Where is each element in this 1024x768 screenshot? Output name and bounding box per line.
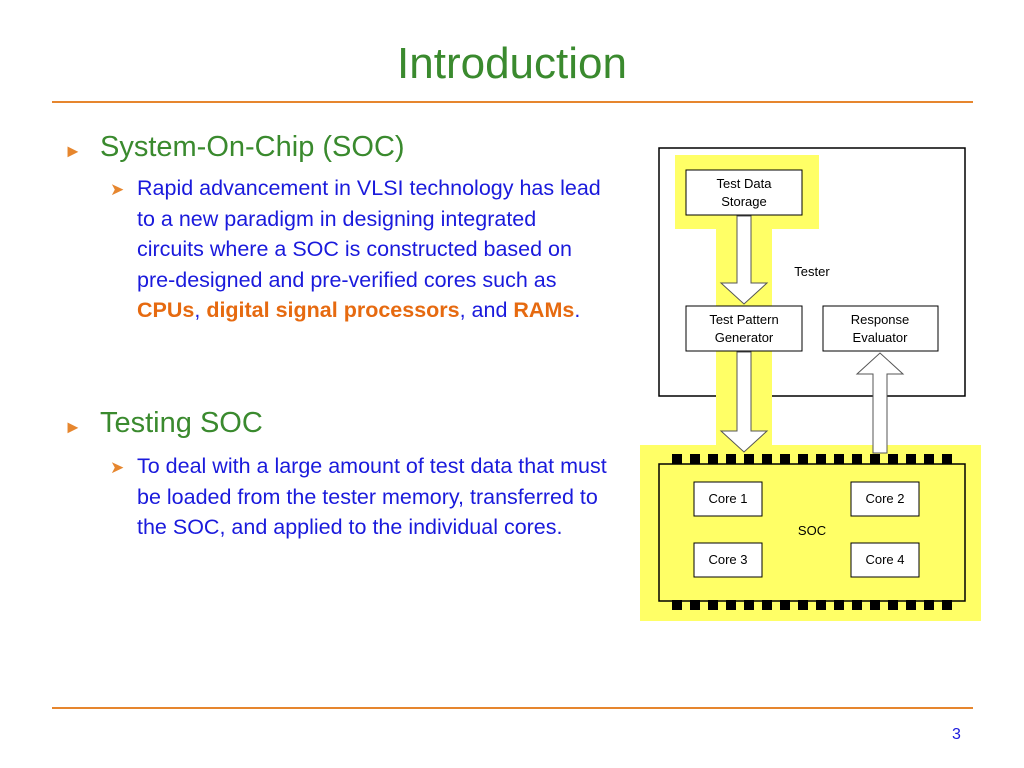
chip-pin: [708, 454, 718, 464]
chip-pin: [690, 600, 700, 610]
chip-pin: [780, 600, 790, 610]
title-divider: [52, 101, 973, 103]
chip-pin: [762, 454, 772, 464]
text-part: ,: [194, 298, 207, 322]
response-evaluator-box: [822, 305, 939, 352]
bullet-triangle-icon: ►: [64, 417, 82, 437]
chip-pin: [906, 454, 916, 464]
chip-pin: [798, 454, 808, 464]
evaluator-label-line2: Evaluator: [853, 330, 909, 345]
chip-pin: [744, 454, 754, 464]
highlight-rams: RAMs: [513, 298, 575, 322]
bullet-heading-testing: Testing SOC: [100, 407, 263, 439]
chip-pin: [870, 600, 880, 610]
arrow-down-icon: [719, 215, 769, 305]
sub-bullet-soc-text: Rapid advancement in VLSI technology has…: [137, 173, 607, 326]
bullet-heading-soc: System-On-Chip (SOC): [100, 131, 405, 163]
tester-label: Tester: [794, 264, 830, 279]
soc-label: SOC: [798, 523, 826, 538]
text-part: , and: [459, 298, 514, 322]
evaluator-label-line1: Response: [851, 312, 910, 327]
footer-divider: [52, 707, 973, 709]
chip-pin: [708, 600, 718, 610]
storage-label-line1: Test Data: [717, 176, 773, 191]
core-4-box: [850, 542, 920, 578]
chip-pin: [888, 600, 898, 610]
chip-pin: [942, 454, 952, 464]
core-4-label: Core 4: [865, 552, 904, 567]
highlight-dsp: digital signal processors: [206, 298, 460, 322]
chip-pin: [672, 600, 682, 610]
arrow-down-icon: [719, 351, 769, 453]
sub-bullet-arrow-icon: ➤: [110, 458, 125, 477]
text-part: .: [574, 298, 581, 322]
core-2-label: Core 2: [865, 491, 904, 506]
chip-pins-top: [672, 454, 952, 464]
highlight-cpus: CPUs: [137, 298, 195, 322]
generator-label-line2: Generator: [715, 330, 774, 345]
chip-pin: [924, 600, 934, 610]
chip-pin: [942, 600, 952, 610]
sub-bullet-arrow-icon: ➤: [110, 180, 125, 199]
chip-pin: [726, 600, 736, 610]
chip-pin: [690, 454, 700, 464]
test-pattern-generator-box: [685, 305, 803, 352]
core-3-box: [693, 542, 763, 578]
core-1-label: Core 1: [708, 491, 747, 506]
chip-pin: [834, 600, 844, 610]
chip-pin: [762, 600, 772, 610]
chip-pin: [816, 454, 826, 464]
core-3-label: Core 3: [708, 552, 747, 567]
test-data-storage-box: [685, 169, 803, 216]
chip-pin: [852, 600, 862, 610]
chip-pin: [672, 454, 682, 464]
chip-pin: [744, 600, 754, 610]
storage-label-line2: Storage: [721, 194, 767, 209]
chip-pin: [924, 454, 934, 464]
text-part: Rapid advancement in VLSI technology has…: [137, 176, 601, 292]
chip-pin: [906, 600, 916, 610]
page-number: 3: [952, 726, 961, 743]
chip-pin: [870, 454, 880, 464]
chip-pin: [852, 454, 862, 464]
chip-pin: [780, 454, 790, 464]
chip-pin: [834, 454, 844, 464]
chip-pin: [888, 454, 898, 464]
generator-label-line1: Test Pattern: [709, 312, 778, 327]
chip-pin: [798, 600, 808, 610]
chip-pin: [816, 600, 826, 610]
slide-title: Introduction: [397, 39, 627, 88]
chip-pins-bottom: [672, 600, 952, 610]
sub-bullet-testing-text: To deal with a large amount of test data…: [137, 454, 607, 539]
chip-pin: [726, 454, 736, 464]
bullet-triangle-icon: ►: [64, 141, 82, 161]
core-1-box: [693, 481, 763, 517]
arrow-up-icon: [855, 352, 905, 454]
core-2-box: [850, 481, 920, 517]
